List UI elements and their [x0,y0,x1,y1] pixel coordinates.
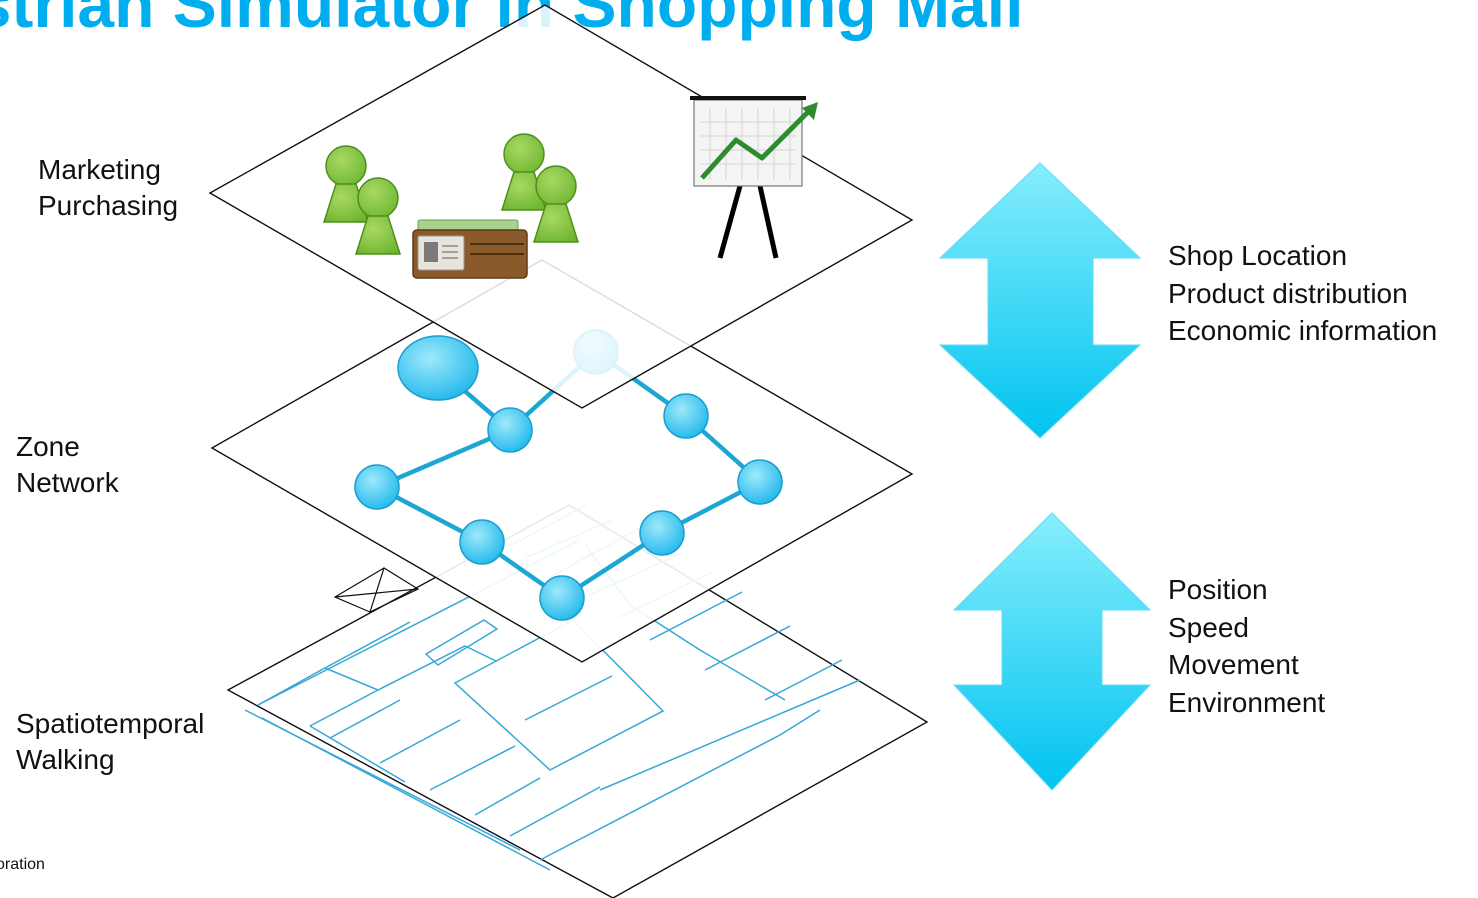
layer-label-bottom: Spatiotemporal Walking [16,706,204,778]
lower-exchange-line: Environment [1168,686,1326,718]
presentation-chart-icon [690,96,818,259]
lower-exchange-line: Speed [1168,611,1249,643]
network-node [487,407,533,453]
network-node [539,575,585,621]
floorplan-layer [226,504,929,898]
layer-label-line: Network [16,467,119,498]
upper-exchange-line: Economic information [1168,315,1438,346]
person-icon [500,133,548,211]
layer-label-top: Marketing Purchasing [38,152,178,224]
layer-label-line: Spatiotemporal [16,708,205,739]
lower-exchange-text: Position Speed Movement Environment [1168,571,1325,721]
network-node [663,393,709,439]
layer-label-line: Purchasing [38,190,179,221]
network-node [354,464,400,510]
layer-label-line: Marketing [38,154,161,185]
upper-exchange-text: Shop Location Product distribution Econo… [1168,237,1437,350]
layer-label-line: Zone [16,431,80,462]
wallet-icon [412,219,528,279]
zone-node [397,335,479,401]
double-arrow-icon [938,162,1142,439]
upper-exchange-line: Product distribution [1168,277,1408,309]
marketing-layer [208,4,914,409]
footer-text: oration [0,856,45,873]
network-node [459,519,505,565]
upper-exchange-line: Shop Location [1168,240,1348,271]
network-node [639,510,685,556]
person-icon [322,145,370,223]
person-icon [532,165,580,243]
double-arrow-icon [952,512,1152,791]
network-node [737,459,783,505]
lower-exchange-line: Movement [1168,649,1299,680]
person-icon [354,177,402,255]
layer-label-line: Walking [16,744,115,775]
entrance-marker-icon [333,567,420,613]
layer-label-middle: Zone Network [16,429,119,501]
lower-exchange-line: Position [1168,574,1268,605]
